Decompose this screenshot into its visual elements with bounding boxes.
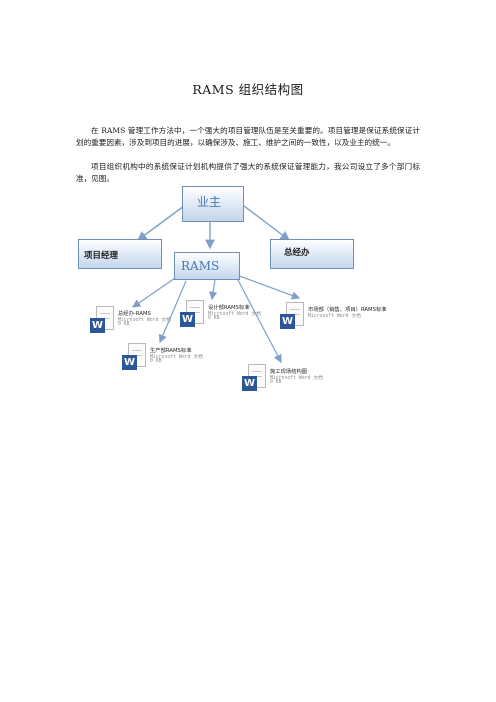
file-production-rams[interactable]: W 生产部RAMS标准 Microsoft Word 文档 0 KB bbox=[122, 343, 232, 375]
arrow-owner-to-gm bbox=[243, 205, 291, 241]
node-general-office bbox=[270, 239, 354, 269]
node-general-office-label: 总经办 bbox=[284, 248, 310, 258]
file-type: Microsoft Word 文档 bbox=[308, 314, 361, 319]
word-document-icon: W bbox=[180, 300, 206, 330]
file-name: 总经办-RAMS bbox=[118, 311, 151, 317]
node-rams bbox=[174, 252, 240, 280]
word-document-icon: W bbox=[280, 302, 306, 332]
arrow-rams-to-file-5 bbox=[237, 279, 282, 364]
arrow-owner-to-pm bbox=[136, 205, 185, 241]
word-document-icon: W bbox=[90, 306, 116, 336]
file-type: Microsoft Word 文档 bbox=[208, 312, 261, 317]
word-document-icon: W bbox=[122, 343, 148, 373]
file-design-rams[interactable]: W 设计部RAMS标准 Microsoft Word 文档 0 KB bbox=[180, 300, 290, 332]
page-title: RAMS 组织结构图 bbox=[192, 82, 304, 97]
node-owner bbox=[182, 186, 244, 222]
paragraph-intro: 在 RAMS 管理工作方法中，一个强大的项目管理队伍是至关重要的。项目管理是保证… bbox=[76, 126, 420, 147]
arrow-rams-to-file-4 bbox=[158, 280, 187, 344]
file-name: 市场部（销售、项目）RAMS标准 bbox=[308, 307, 387, 313]
file-size: 0 KB bbox=[150, 359, 162, 364]
file-name: 施工现场结构图 bbox=[270, 369, 308, 375]
arrow-rams-to-file-1 bbox=[132, 275, 179, 308]
node-owner-label: 业主 bbox=[197, 195, 222, 209]
file-name: 设计部RAMS标准 bbox=[208, 305, 250, 311]
word-document-icon: W bbox=[242, 364, 268, 394]
file-construction-chart[interactable]: W 施工现场结构图 Microsoft Word 文档 0 KB bbox=[242, 364, 352, 396]
file-type: Microsoft Word 文档 bbox=[270, 376, 323, 381]
node-project-manager-label: 项目经理 bbox=[84, 251, 119, 261]
node-rams-label: RAMS bbox=[181, 259, 220, 273]
file-general-office-rams[interactable]: W 总经办-RAMS Microsoft Word 文档 0 KB bbox=[90, 306, 200, 338]
file-size: 0 KB bbox=[270, 380, 282, 385]
file-size: 0 KB bbox=[118, 322, 130, 327]
arrow-rams-to-file-2 bbox=[208, 279, 218, 301]
file-size: 0 KB bbox=[208, 316, 220, 321]
file-type: Microsoft Word 文档 bbox=[150, 355, 203, 360]
node-project-manager bbox=[78, 239, 162, 269]
file-type: Microsoft Word 文档 bbox=[118, 318, 171, 323]
file-name: 生产部RAMS标准 bbox=[150, 348, 192, 354]
file-market-rams[interactable]: W 市场部（销售、项目）RAMS标准 Microsoft Word 文档 bbox=[280, 302, 398, 334]
paragraph-structure: 项目组织机构中的系统保证计划机构提供了强大的系统保证管理能力，我公司设立了多个部… bbox=[76, 162, 420, 183]
arrow-rams-to-file-3 bbox=[233, 273, 301, 300]
